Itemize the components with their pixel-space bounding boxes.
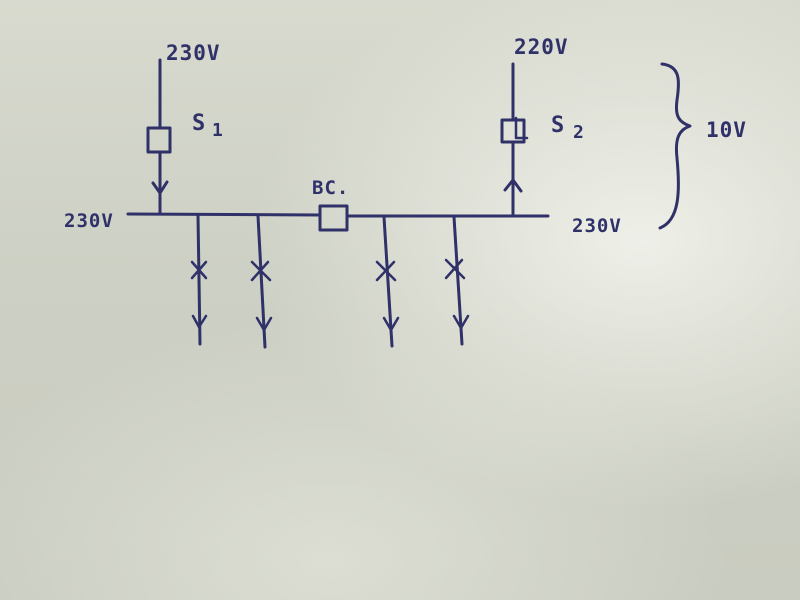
source1-voltage-label: 230V (166, 41, 221, 65)
curly-brace (658, 62, 692, 230)
bus-coupler-breaker (318, 204, 349, 232)
bus-coupler-label: BC. (312, 177, 349, 199)
left-bus-voltage-label: 230V (64, 210, 114, 232)
svg-text:S: S (551, 113, 565, 138)
source2-voltage-label: 220V (514, 35, 569, 59)
switch-s1-label: S 1 (192, 111, 224, 141)
source1-arrow-down (151, 180, 169, 195)
feeder-3 (375, 215, 400, 348)
source2-arrow-up (503, 178, 523, 193)
feeder-2 (250, 214, 273, 349)
feeder-1 (190, 214, 208, 346)
busbar-left-section (126, 212, 322, 217)
feeder-4 (444, 215, 470, 346)
right-bus-voltage-label: 230V (572, 215, 622, 237)
switch-s2-label: S 2 (551, 113, 585, 143)
switch-s1-box (146, 126, 172, 154)
switch-s2-box-mark (514, 116, 529, 140)
svg-text:2: 2 (573, 122, 585, 143)
svg-text:1: 1 (212, 120, 224, 141)
svg-text:S: S (192, 111, 206, 136)
difference-voltage-label: 10V (706, 118, 747, 142)
